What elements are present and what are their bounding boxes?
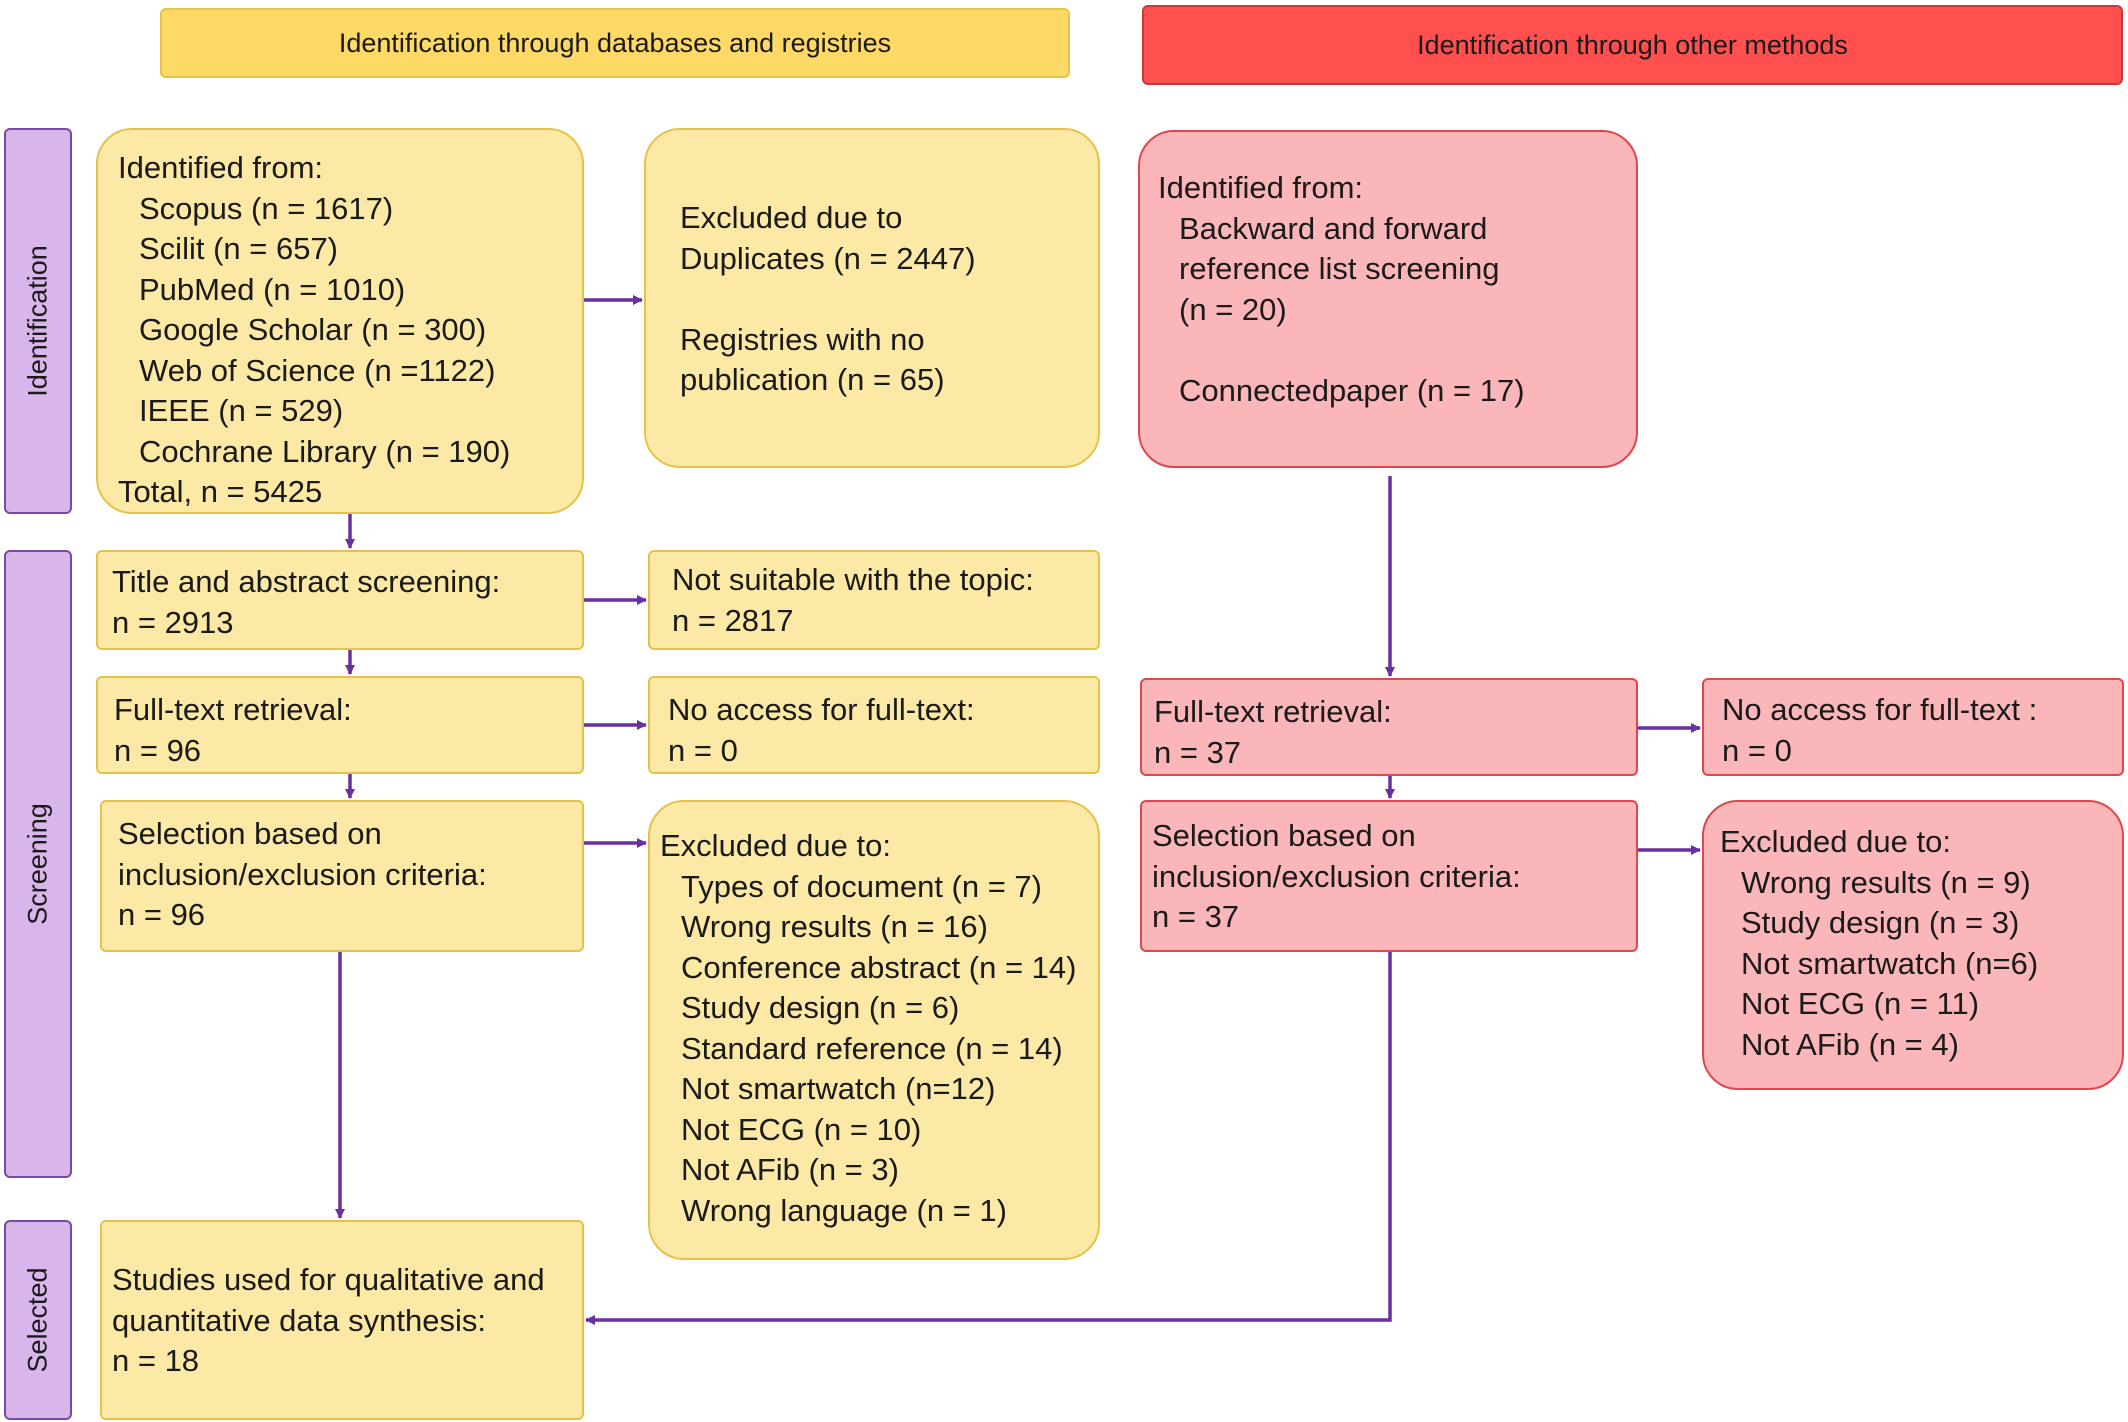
studies-count: n = 18 <box>112 1343 200 1378</box>
header-databases-label: Identification through databases and reg… <box>338 27 892 58</box>
stage-identification: Identification <box>4 128 72 514</box>
header-other-methods-label: Identification through other methods <box>1417 29 1848 60</box>
header-other-methods: Identification through other methods <box>1142 5 2123 85</box>
db-fulltext-box: Full-text retrieval: n = 96 <box>96 676 584 774</box>
other-identified-heading: Identified from: <box>1158 170 1364 205</box>
stage-screening-label: Screening <box>22 803 53 925</box>
excluded-registries-line2: publication (n = 65) <box>680 362 945 397</box>
header-databases: Identification through databases and reg… <box>160 8 1070 78</box>
excluded-standard-reference: Standard reference (n = 14) <box>681 1030 1063 1066</box>
db-selection-count: n = 96 <box>118 897 206 932</box>
other-excluded-not-ecg: Not ECG (n = 11) <box>1741 986 1980 1021</box>
other-no-access-box: No access for full-text : n = 0 <box>1702 678 2124 776</box>
title-abstract-count: n = 2913 <box>112 604 234 640</box>
excluded-not-ecg: Not ECG (n = 10) <box>681 1111 922 1147</box>
excluded-wrong-results: Wrong results (n = 16) <box>681 909 988 944</box>
db-not-suitable-box: Not suitable with the topic: n = 2817 <box>648 550 1100 650</box>
db-fulltext-label: Full-text retrieval: <box>114 692 352 727</box>
source-cochrane: Cochrane Library (n = 190) <box>139 433 511 469</box>
db-identified-total: Total, n = 5425 <box>118 474 323 509</box>
studies-line1: Studies used for qualitative and <box>112 1262 545 1297</box>
other-excluded-not-afib: Not AFib (n = 4) <box>1741 1026 1959 1062</box>
other-excluded-box: Excluded due to: Wrong results (n = 9) S… <box>1702 800 2124 1090</box>
excluded-duplicates-line1: Excluded due to <box>680 200 903 235</box>
db-fulltext-count: n = 96 <box>114 732 202 768</box>
title-abstract-label: Title and abstract screening: <box>112 564 501 599</box>
db-excluded-heading: Excluded due to: <box>660 828 891 863</box>
db-excluded-box: Excluded due to: Types of document (n = … <box>648 800 1100 1260</box>
source-ieee: IEEE (n = 529) <box>139 393 344 428</box>
db-no-access-label: No access for full-text: <box>668 692 975 727</box>
other-excluded-study-design: Study design (n = 3) <box>1741 905 2020 940</box>
stage-identification-label: Identification <box>22 245 53 397</box>
other-no-access-label: No access for full-text : <box>1722 692 2038 727</box>
db-identified-heading: Identified from: <box>118 150 324 185</box>
db-selection-line1: Selection based on <box>118 816 382 851</box>
other-excluded-heading: Excluded due to: <box>1720 824 1951 859</box>
other-backward-forward-line2: reference list screening <box>1179 251 1500 286</box>
db-identified-box: Identified from: Scopus (n = 1617) Scili… <box>96 128 584 514</box>
excluded-duplicates-line2: Duplicates (n = 2447) <box>680 240 976 276</box>
other-identified-box: Identified from: Backward and forward re… <box>1138 130 1638 468</box>
other-fulltext-label: Full-text retrieval: <box>1154 694 1392 729</box>
stage-selected-label: Selected <box>22 1267 53 1373</box>
source-scopus: Scopus (n = 1617) <box>139 190 394 226</box>
other-selection-box: Selection based on inclusion/exclusion c… <box>1140 800 1638 952</box>
source-pubmed: PubMed (n = 1010) <box>139 271 406 307</box>
other-selection-line2: inclusion/exclusion criteria: <box>1152 858 1521 894</box>
not-suitable-label: Not suitable with the topic: <box>672 562 1034 597</box>
other-backward-forward-line1: Backward and forward <box>1179 210 1488 246</box>
other-fulltext-box: Full-text retrieval: n = 37 <box>1140 678 1638 776</box>
not-suitable-count: n = 2817 <box>672 602 794 638</box>
source-scilit: Scilit (n = 657) <box>139 231 339 266</box>
excluded-not-afib: Not AFib (n = 3) <box>681 1152 899 1187</box>
other-fulltext-count: n = 37 <box>1154 734 1242 770</box>
db-selection-line2: inclusion/exclusion criteria: <box>118 856 487 892</box>
other-connectedpaper: Connectedpaper (n = 17) <box>1179 372 1525 408</box>
db-selection-box: Selection based on inclusion/exclusion c… <box>100 800 584 952</box>
db-excluded-duplicates-box: Excluded due to Duplicates (n = 2447) Re… <box>644 128 1100 468</box>
db-no-access-count: n = 0 <box>668 732 738 768</box>
excluded-registries-line1: Registries with no <box>680 321 925 357</box>
excluded-conference-abstract: Conference abstract (n = 14) <box>681 949 1077 985</box>
excluded-types-of-document: Types of document (n = 7) <box>681 868 1042 904</box>
source-web-of-science: Web of Science (n =1122) <box>139 352 496 388</box>
stage-screening: Screening <box>4 550 72 1178</box>
stage-selected: Selected <box>4 1220 72 1420</box>
other-selection-line1: Selection based on <box>1152 818 1416 853</box>
studies-line2: quantitative data synthesis: <box>112 1302 486 1338</box>
spacer <box>1158 330 1636 371</box>
excluded-not-smartwatch: Not smartwatch (n=12) <box>681 1071 996 1106</box>
other-selection-count: n = 37 <box>1152 899 1240 934</box>
studies-included-box: Studies used for qualitative and quantit… <box>100 1220 584 1420</box>
db-no-access-box: No access for full-text: n = 0 <box>648 676 1100 774</box>
excluded-wrong-language: Wrong language (n = 1) <box>681 1192 1007 1228</box>
spacer <box>680 279 1098 320</box>
source-google-scholar: Google Scholar (n = 300) <box>139 312 487 347</box>
other-excluded-wrong-results: Wrong results (n = 9) <box>1741 864 2031 900</box>
other-backward-forward-count: (n = 20) <box>1179 291 1287 327</box>
db-title-abstract-box: Title and abstract screening: n = 2913 <box>96 550 584 650</box>
other-excluded-not-smartwatch: Not smartwatch (n=6) <box>1741 945 2039 981</box>
other-no-access-count: n = 0 <box>1722 732 1792 768</box>
excluded-study-design: Study design (n = 6) <box>681 990 960 1025</box>
